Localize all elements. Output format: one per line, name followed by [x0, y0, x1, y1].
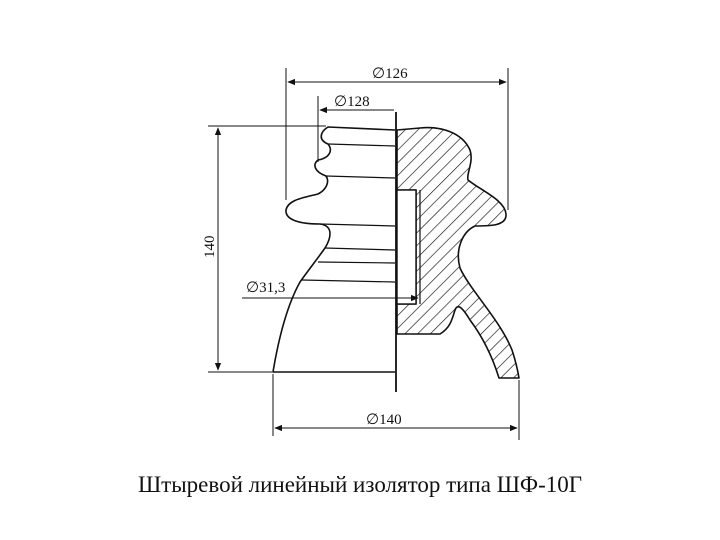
pin-hole: [396, 189, 417, 305]
shed-groove-5: [317, 261, 396, 264]
shed-groove-2: [325, 175, 396, 179]
shed-groove-3: [319, 223, 396, 227]
dim-label-128: ∅128: [334, 94, 370, 110]
shed-groove-6: [301, 279, 396, 283]
insulator-left-outline: [272, 126, 396, 373]
insulator-section-hatched: [396, 126, 520, 379]
dim-label-140: ∅140: [366, 412, 402, 428]
dim-label-pin: ∅31,3: [246, 280, 285, 296]
dim-label-126: ∅126: [372, 66, 408, 82]
shed-groove-4: [324, 247, 396, 251]
figure-caption: Штыревой линейный изолятор типа ШФ-10Г: [137, 472, 583, 497]
shed-groove-1: [327, 143, 396, 147]
dim-label-height: 140: [202, 236, 218, 259]
